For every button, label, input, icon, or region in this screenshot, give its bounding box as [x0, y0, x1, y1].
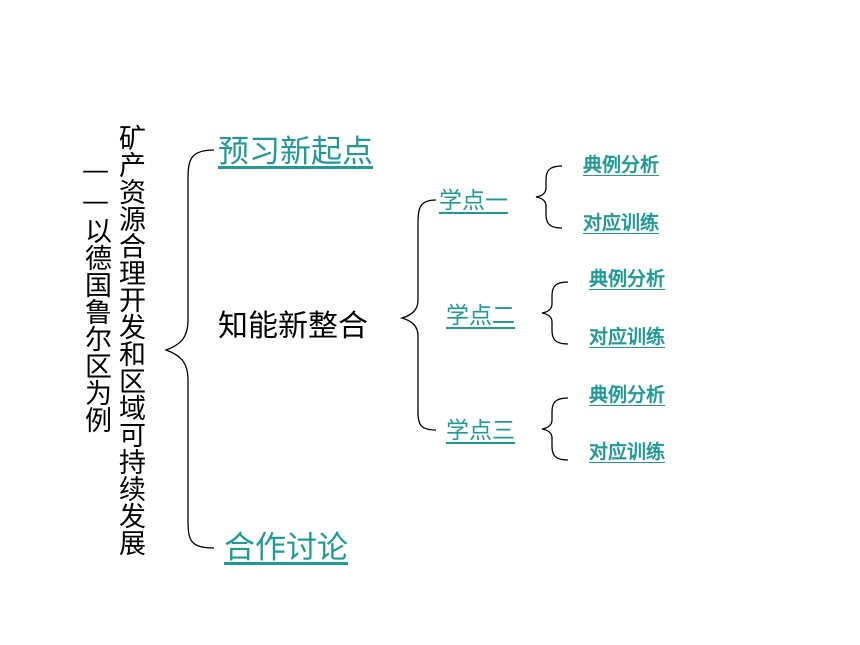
preview-link[interactable]: 预习新起点 — [218, 134, 373, 170]
point1-link[interactable]: 学点一 — [439, 188, 508, 214]
point3-example-link[interactable]: 典例分析 — [589, 384, 666, 406]
point1-brace — [535, 165, 563, 229]
point3-training-link[interactable]: 对应训练 — [589, 441, 666, 463]
title-sub: ——以德国鲁尔区为例 — [80, 155, 111, 433]
point2-brace — [541, 281, 569, 345]
point1-training-link[interactable]: 对应训练 — [583, 212, 660, 234]
point2-example-link[interactable]: 典例分析 — [589, 268, 666, 290]
discussion-link[interactable]: 合作讨论 — [224, 530, 348, 566]
points-brace — [399, 199, 437, 431]
point2-link[interactable]: 学点二 — [446, 303, 515, 329]
point3-brace — [541, 397, 569, 461]
point3-link[interactable]: 学点三 — [446, 418, 515, 444]
integration-label: 知能新整合 — [218, 309, 368, 344]
main-brace — [164, 149, 215, 549]
title-main: 矿产资源合理开发和区域可持续发展 — [114, 124, 145, 556]
point2-training-link[interactable]: 对应训练 — [589, 326, 666, 348]
point1-example-link[interactable]: 典例分析 — [583, 154, 660, 176]
